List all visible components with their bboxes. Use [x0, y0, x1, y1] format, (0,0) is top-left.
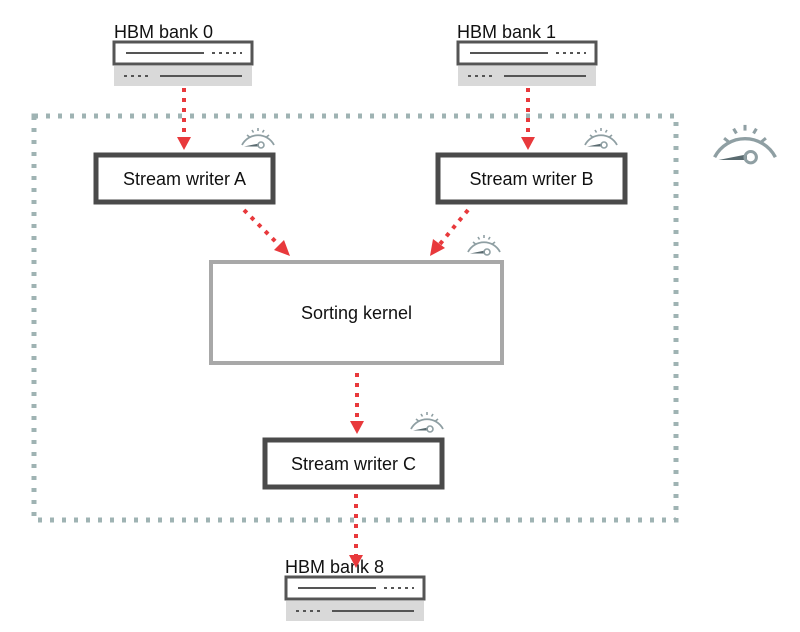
hbm-bank-1-label: HBM bank 1	[457, 22, 556, 42]
stream-writer-b: Stream writer B	[435, 152, 628, 205]
hbm-bank-8-label: HBM bank 8	[285, 557, 384, 577]
hbm-bank-0-label: HBM bank 0	[114, 22, 213, 42]
stream-writer-c: Stream writer C	[262, 437, 445, 490]
memory-module-icon	[112, 40, 254, 88]
arrow-writer-c-to-bank8	[349, 494, 363, 568]
arrow-bank1-to-writer-b	[521, 88, 535, 150]
accelerator-region	[31, 113, 679, 523]
speedometer-icon	[584, 127, 618, 149]
arrow-writer-b-to-kernel	[430, 208, 470, 256]
sorting-kernel-label: Sorting kernel	[301, 303, 412, 323]
stream-writer-a-label: Stream writer A	[123, 169, 246, 189]
stream-writer-b-label: Stream writer B	[469, 169, 593, 189]
speedometer-icon	[410, 411, 444, 433]
stream-writer-a: Stream writer A	[93, 152, 276, 205]
arrow-bank0-to-writer-a	[177, 88, 191, 150]
speedometer-icon	[467, 234, 501, 256]
arrow-writer-a-to-kernel	[242, 208, 290, 256]
hbm-bank-1: HBM bank 1	[456, 22, 598, 88]
hbm-bank-8: HBM bank 8	[284, 557, 426, 623]
stream-writer-c-label: Stream writer C	[291, 454, 416, 474]
speedometer-icon	[241, 127, 275, 149]
arrow-kernel-to-writer-c	[350, 373, 364, 434]
memory-module-icon	[284, 575, 426, 623]
speedometer-icon	[712, 123, 778, 165]
memory-module-icon	[456, 40, 598, 88]
hbm-bank-0: HBM bank 0	[112, 22, 254, 88]
sorting-kernel: Sorting kernel	[209, 260, 504, 365]
